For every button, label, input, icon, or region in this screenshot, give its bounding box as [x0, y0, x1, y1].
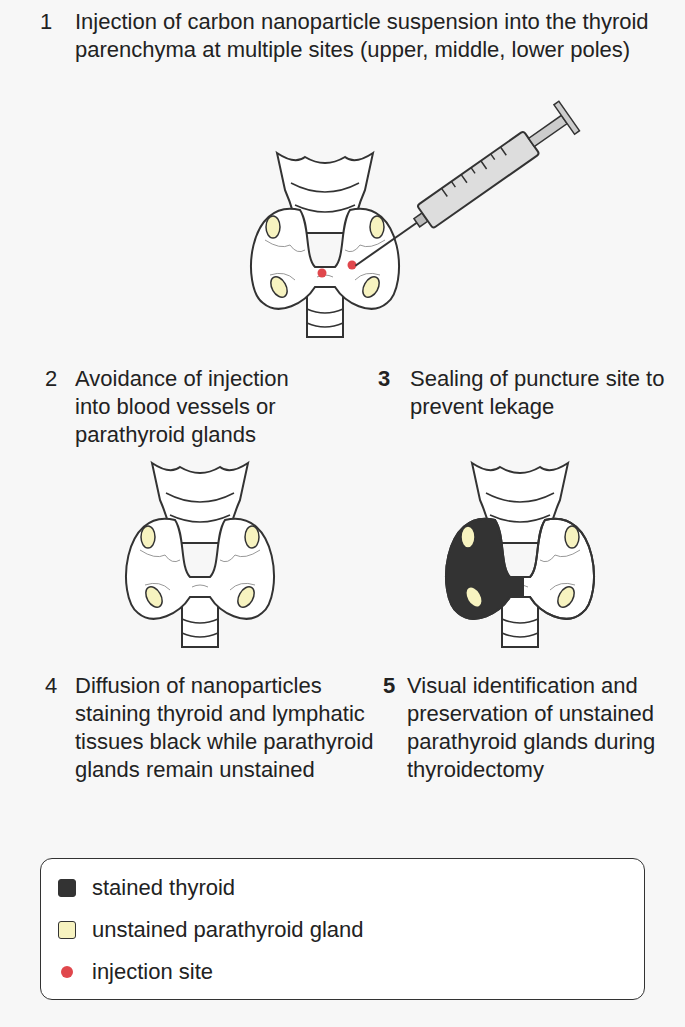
thyroid-figure	[251, 153, 399, 337]
step-number: 5	[383, 672, 407, 700]
legend-swatch	[61, 966, 73, 978]
thyroid-figure	[126, 463, 274, 647]
thyroid-figure	[446, 463, 594, 647]
step-number: 2	[45, 365, 73, 393]
step-number: 1	[40, 8, 70, 36]
legend-text: stained thyroid	[92, 875, 632, 901]
legend-text: unstained parathyroid gland	[92, 917, 632, 943]
legend-swatch	[58, 921, 76, 939]
legend-text: injection site	[92, 959, 632, 985]
step-text: Sealing of puncture site to prevent leka…	[410, 365, 665, 421]
step-text: Injection of carbon nanoparticle suspens…	[75, 8, 665, 64]
syringe	[345, 101, 579, 280]
legend-swatch	[58, 879, 76, 897]
step-text: Diffusion of nanoparticles staining thyr…	[75, 672, 375, 784]
step-text: Avoidance of injection into blood vessel…	[75, 365, 315, 449]
step-number: 4	[45, 672, 73, 700]
step-number: 3	[378, 365, 406, 393]
step-text: Visual identification and preservation o…	[407, 672, 669, 784]
